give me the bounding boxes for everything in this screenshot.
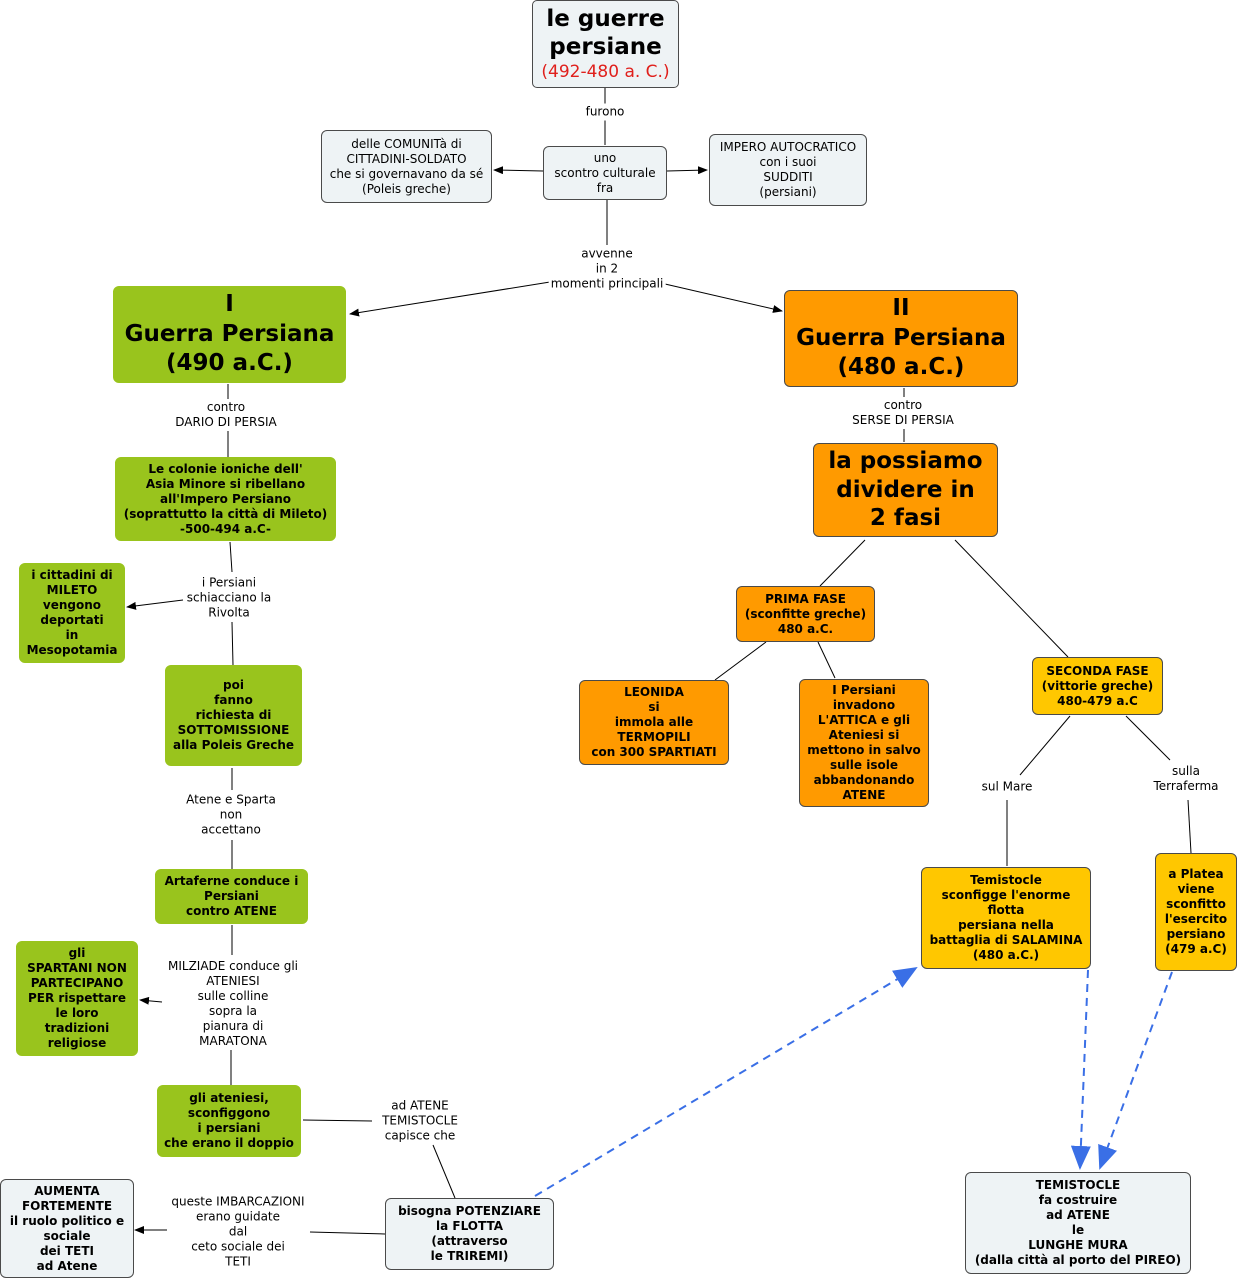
label-terraferma: sulla Terraferma [1151, 763, 1221, 795]
colonie-node: Le colonie ioniche dell' Asia Minore si … [115, 457, 336, 541]
spartani-node: gli SPARTANI NON PARTECIPANO PER rispett… [16, 941, 138, 1056]
edge-seconda-terraferma [1125, 715, 1171, 761]
impero-node: IMPERO AUTOCRATICO con i suoi SUDDITI (p… [709, 134, 867, 206]
edge-scontro-impero [666, 166, 708, 175]
prima-fase-node: PRIMA FASE (sconfitte greche) 480 a.C. [736, 586, 875, 642]
edge-capisce-potenziare [432, 1144, 456, 1199]
label-furono: furono [583, 103, 627, 121]
salamina-node: Temistocle sconfigge l'enorme flotta per… [921, 867, 1091, 969]
edge-potenziare-salamina [534, 966, 918, 1197]
seconda-fase-node: SECONDA FASE (vittorie greche) 480-479 a… [1032, 657, 1163, 715]
title-main: le guerre persiane [546, 5, 665, 61]
mileto-node: i cittadini di MILETO vengono deportati … [19, 563, 125, 663]
guerra1-node: I Guerra Persiana (490 a.C.) [113, 286, 346, 383]
edge-platea-mura [1098, 971, 1173, 1170]
label-serse: contro SERSE DI PERSIA [850, 397, 956, 429]
edge-salamina-mura [1070, 969, 1091, 1170]
platea-node: a Platea viene sconfitto l'esercito pers… [1155, 853, 1237, 971]
sottomissione-node: poi fanno richiesta di SOTTOMISSIONE all… [165, 665, 302, 766]
edge-schiacciano-mileto [126, 599, 184, 610]
edge-prima-attica [817, 641, 836, 679]
leonida-node: LEONIDA si immola alle TERMOPILI con 300… [579, 680, 729, 765]
ateniesi-node: gli ateniesi, sconfiggono i persiani che… [157, 1085, 301, 1157]
label-capisce: ad ATENE TEMISTOCLE capisce che [380, 1097, 460, 1145]
label-milziade: MILZIADE conduce gli ATENIESI sulle coll… [165, 958, 301, 1050]
title-node: le guerre persiane (492-480 a. C.) [532, 0, 679, 88]
edge-fasi-prima [819, 539, 866, 587]
label-imbarcazioni: queste IMBARCAZIONI erano guidate dal ce… [169, 1193, 307, 1271]
label-avvenne: avvenne in 2 momenti principali [548, 245, 666, 293]
artaferne-node: Artaferne conduce i Persiani contro ATEN… [155, 869, 308, 924]
potenziare-node: bisogna POTENZIARE la FLOTTA (attraverso… [385, 1198, 554, 1270]
edge-fasi-seconda [954, 539, 1069, 658]
edge-colonie-schiacciano [229, 541, 233, 573]
edge-ateniesi-capisce [302, 1119, 373, 1122]
label-non-accettano: Atene e Sparta non accettano [184, 791, 278, 839]
edge-prima-leonida [714, 641, 767, 681]
edge-scontro-comunita [493, 166, 544, 175]
edge-milziade-spartani [139, 996, 163, 1005]
edge-potenziare-imbarcazioni [309, 1231, 386, 1235]
fasi-node: la possiamo dividere in 2 fasi [813, 443, 998, 537]
label-schiacciano: i Persiani schiacciano la Rivolta [184, 574, 274, 622]
attica-node: I Persiani invadono L'ATTICA e gli Ateni… [799, 679, 929, 807]
edge-terraferma-platea [1187, 799, 1192, 854]
title-date: (492-480 a. C.) [541, 62, 670, 83]
teti-node: AUMENTA FORTEMENTE il ruolo politico e s… [0, 1179, 134, 1278]
comunita-node: delle COMUNITà di CITTADINI-SOLDATO che … [321, 130, 492, 203]
mura-node: TEMISTOCLE fa costruire ad ATENE le LUNG… [965, 1172, 1191, 1274]
edge-schiacciano-sottomissione [231, 621, 234, 666]
guerra2-node: II Guerra Persiana (480 a.C.) [784, 290, 1018, 387]
label-dario: contro DARIO DI PERSIA [173, 399, 279, 431]
edge-seconda-mare [1019, 715, 1071, 776]
edge-avvenne-guerra2 [664, 283, 783, 313]
scontro-node: uno scontro culturale fra [543, 146, 667, 200]
label-sul-mare: sul Mare [979, 778, 1035, 796]
edge-avvenne-guerra1 [349, 281, 551, 317]
